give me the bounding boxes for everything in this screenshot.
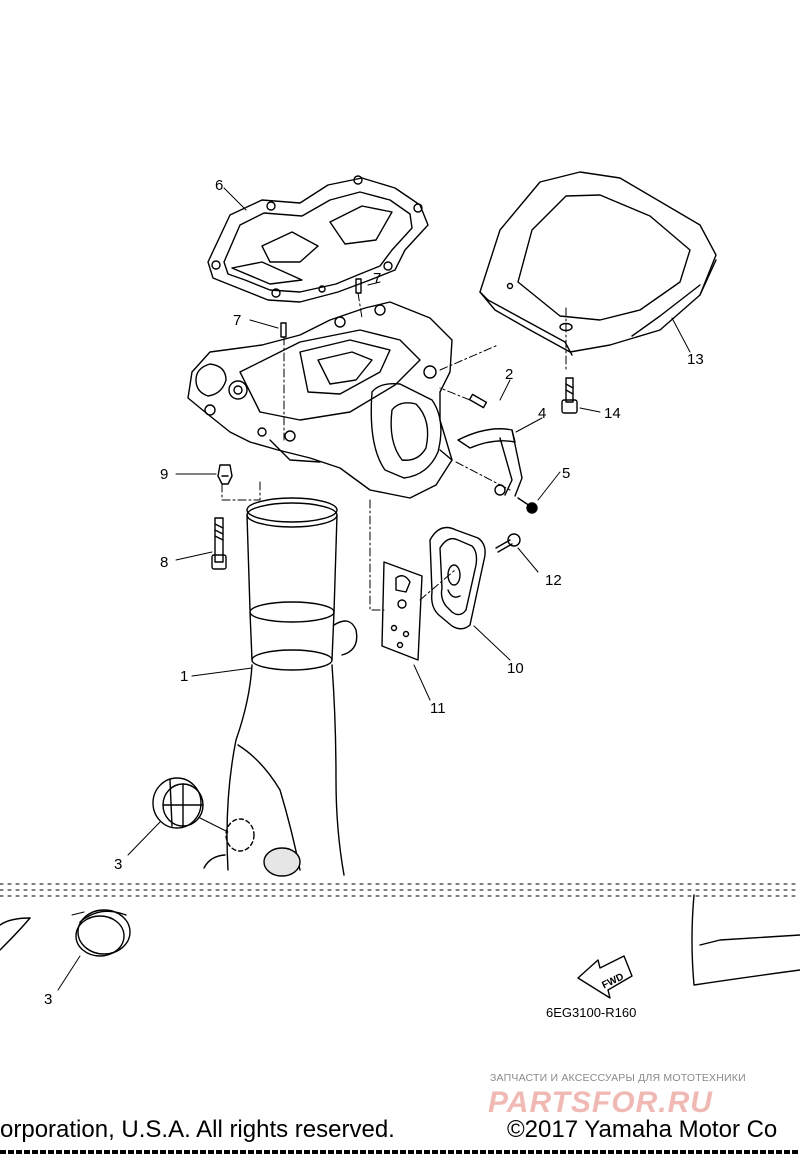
copyright-left: orporation, U.S.A. All rights reserved. [0, 1116, 395, 1143]
callout-13: 13 [687, 351, 704, 368]
callout-3a: 3 [114, 856, 122, 873]
cowling-cover-part-13 [479, 171, 717, 356]
scan-artifact-band [0, 883, 800, 897]
alignment-lines [221, 292, 567, 611]
bottom-rule [0, 1150, 800, 1154]
cover-part-10 [429, 526, 486, 630]
pin-part-2 [468, 393, 488, 409]
callout-numbers: 6 7 7 2 4 5 9 8 1 11 10 12 13 14 3 3 6EG… [44, 177, 704, 1020]
screw-part-5 [517, 497, 538, 514]
gasket-part-6 [207, 175, 429, 303]
callout-12: 12 [545, 572, 562, 589]
callout-8: 8 [160, 554, 168, 571]
callout-6: 6 [215, 177, 223, 194]
grommet-part-3b [75, 909, 131, 957]
upper-casing-part-1 [203, 497, 358, 877]
fwd-arrow-icon: FWD [577, 955, 633, 999]
callout-7a: 7 [373, 270, 381, 287]
callout-7b: 7 [233, 312, 241, 329]
partial-cowling-edge [0, 894, 800, 986]
plate-part-11 [381, 561, 423, 661]
dowel-pin-part-7b [280, 322, 287, 338]
callout-10: 10 [507, 660, 524, 677]
callout-14: 14 [604, 405, 621, 422]
leader-lines [57, 187, 691, 991]
figure-code: 6EG3100-R160 [546, 1005, 636, 1020]
bolt-part-14 [561, 377, 578, 414]
watermark-tagline: ЗАПЧАСТИ И АКСЕССУАРЫ ДЛЯ МОТОТЕХНИКИ [490, 1072, 746, 1084]
callout-2: 2 [505, 366, 513, 383]
callout-3b: 3 [44, 991, 52, 1008]
callout-11: 11 [430, 700, 446, 717]
watermark-logo: PARTSFOR.RU [488, 1086, 713, 1119]
callout-9: 9 [160, 466, 168, 483]
bolt-part-12 [495, 533, 521, 553]
grease-nipple-part-9 [217, 464, 233, 485]
upper-casing-bracket [187, 301, 453, 499]
dowel-pin-part-7a [355, 278, 362, 294]
copyright-right: ©2017 Yamaha Motor Co [507, 1116, 778, 1143]
callout-1: 1 [180, 668, 188, 685]
callout-4: 4 [538, 405, 546, 422]
bolt-part-8 [211, 517, 227, 570]
grommet-part-3a [152, 777, 204, 829]
clamp-part-4 [457, 428, 523, 497]
callout-5: 5 [562, 465, 570, 482]
